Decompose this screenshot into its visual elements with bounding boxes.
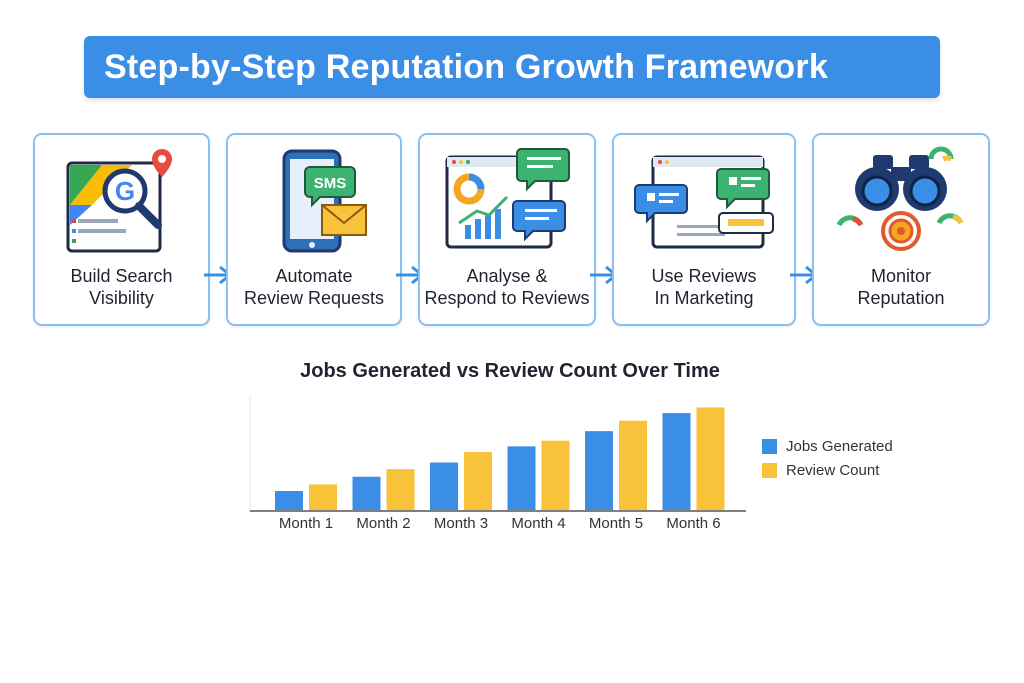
bar-reviews-m6 (696, 407, 725, 510)
legend-label-jobs: Jobs Generated (786, 437, 893, 455)
google-search-icon: G (62, 145, 182, 260)
x-tick-label: Month 2 (356, 515, 410, 532)
page-title: Step-by-Step Reputation Growth Framework (104, 47, 828, 86)
title-banner: Step-by-Step Reputation Growth Framework (84, 36, 940, 98)
chart-title: Jobs Generated vs Review Count Over Time (300, 360, 720, 382)
bar-reviews-m1 (309, 484, 337, 510)
bar-jobs-m3 (430, 462, 458, 510)
marketing-chat-icon (629, 145, 779, 260)
x-tick-label: Month 5 (589, 515, 643, 532)
binoculars-icon (831, 145, 971, 260)
legend-item-reviews: Review Count (762, 458, 893, 482)
x-tick-label: Month 6 (666, 515, 720, 532)
step-card-build-search[interactable]: G Build Search Visibility (33, 133, 210, 326)
step-card-automate-reviews[interactable]: SMS Automate Review Requests (226, 133, 402, 326)
svg-text:G: G (114, 176, 134, 206)
step-label: Monitor Reputation (857, 266, 945, 308)
bar-jobs-m4 (507, 446, 536, 510)
svg-text:SMS: SMS (314, 175, 347, 192)
x-tick-label: Month 3 (434, 515, 488, 532)
legend-label-reviews: Review Count (786, 461, 880, 479)
bar-chart: Month 1 Month 2 Month 3 Month 4 Month 5 Month… (249, 396, 746, 532)
step-card-use-reviews-marketing[interactable]: Use Reviews In Marketing (612, 133, 796, 326)
legend-swatch-reviews (762, 462, 777, 478)
step-card-monitor-reputation[interactable]: Monitor Reputation (812, 133, 990, 326)
legend-swatch-jobs (762, 438, 777, 454)
bar-jobs-m6 (662, 413, 691, 510)
step-card-analyse-respond[interactable]: Analyse & Respond to Reviews (418, 133, 596, 326)
bar-reviews-m4 (541, 440, 570, 510)
bar-reviews-m2 (386, 469, 415, 510)
bar-reviews-m3 (464, 452, 492, 510)
step-label: Use Reviews In Marketing (651, 266, 757, 308)
step-label: Analyse & Respond to Reviews (424, 266, 590, 308)
step-label: Build Search Visibility (70, 266, 173, 308)
x-tick-label: Month 4 (511, 515, 565, 532)
analytics-dashboard-icon (437, 145, 577, 260)
bar-reviews-m5 (619, 420, 647, 510)
legend-item-jobs: Jobs Generated (762, 434, 893, 458)
x-tick-label: Month 1 (279, 515, 333, 532)
bar-jobs-m5 (585, 431, 613, 510)
bar-jobs-m1 (275, 491, 303, 510)
sms-phone-icon: SMS (254, 145, 374, 260)
bar-jobs-m2 (352, 476, 381, 510)
chart-legend: Jobs Generated Review Count (762, 434, 893, 482)
step-label: Automate Review Requests (243, 266, 385, 308)
